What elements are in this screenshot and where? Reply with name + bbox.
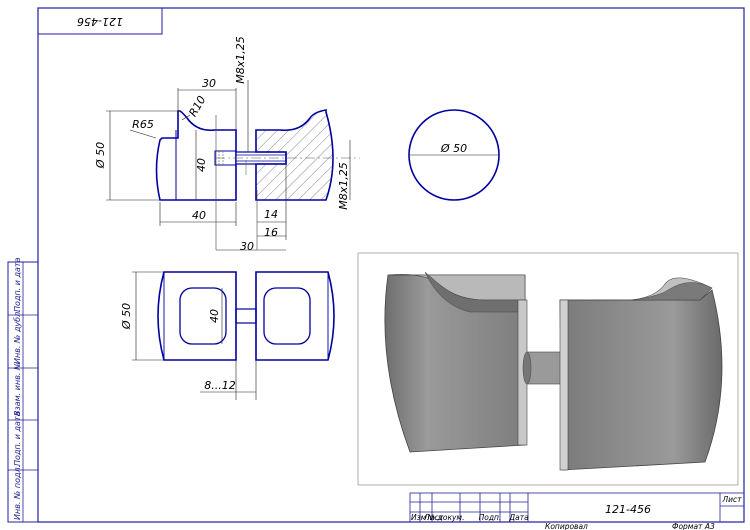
- side-label-4: Инв. № дубл.: [13, 309, 22, 364]
- header-sign: Подп.: [479, 513, 502, 522]
- render-left-knob: [384, 274, 526, 453]
- dim-dia50-bottom: Ø 50: [120, 303, 133, 330]
- copied-label: Копировал: [545, 522, 588, 530]
- top-right-knob: [255, 271, 335, 361]
- header-izm: Изм: [411, 513, 427, 522]
- sheet-frame: [7, 7, 745, 523]
- dim-w40-front: 40: [192, 209, 206, 222]
- top-view-dims: [132, 271, 257, 400]
- dim-14: 14: [264, 208, 278, 221]
- dim-30-bottom: 30: [240, 240, 254, 253]
- dim-h40-bottom: 40: [208, 309, 221, 323]
- dim-dia50-front: Ø 50: [94, 142, 107, 169]
- drawing-code-rotated: 121-456: [77, 15, 123, 28]
- title-code: 121-456: [605, 503, 651, 516]
- header-list: Лист: [423, 513, 444, 522]
- dim-r10: R10: [186, 94, 208, 119]
- dimension-lines: [106, 80, 351, 251]
- top-view: Ø 50 40 8...12: [120, 271, 335, 400]
- side-label-2: Подп. и дата: [13, 411, 22, 466]
- left-knob-outline: [155, 110, 237, 201]
- dim-30-top: 30: [202, 77, 216, 90]
- front-view: 30 R10 M8x1,25 R65 Ø 50 40 40 14 16 30 M…: [94, 36, 360, 253]
- header-doc: № докум.: [427, 513, 465, 522]
- side-label-5: Подп. и дата: [13, 257, 22, 312]
- render-right-knob: [559, 289, 723, 471]
- top-left-knob: [157, 271, 237, 361]
- right-knob-section: [255, 109, 334, 201]
- dim-thread-top: M8x1,25: [234, 36, 247, 84]
- side-label-1: Инв. № подл.: [13, 465, 22, 520]
- sheet-label: Лист: [721, 495, 742, 504]
- side-label-3: Взам. инв. №: [13, 362, 22, 416]
- format-label: Формат А3: [672, 522, 715, 530]
- render-3d: [357, 252, 739, 486]
- header-date: Дата: [508, 513, 529, 522]
- dim-gap: 8...12: [204, 379, 236, 392]
- side-labels: Инв. № подл. Подп. и дата Взам. инв. № И…: [13, 257, 22, 520]
- title-block: [409, 492, 745, 523]
- dim-r65: R65: [132, 118, 154, 131]
- dim-h40-front: 40: [195, 158, 208, 172]
- dim-16: 16: [264, 226, 278, 239]
- dim-circle-dia: Ø 50: [440, 142, 467, 155]
- end-view: Ø 50: [408, 109, 500, 201]
- dim-thread-right: M8x1,25: [337, 162, 350, 210]
